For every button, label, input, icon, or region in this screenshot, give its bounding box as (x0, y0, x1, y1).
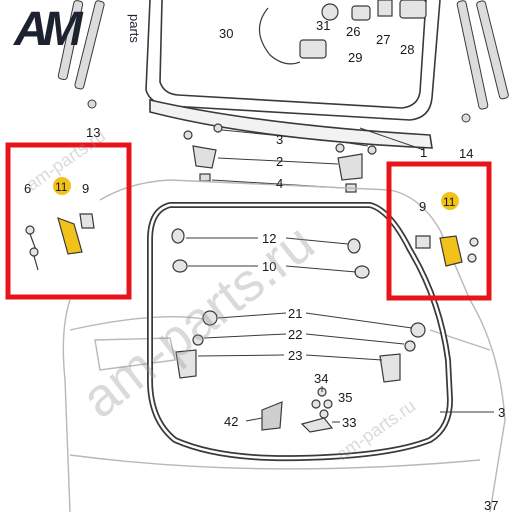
label-9-left: 9 (82, 181, 89, 196)
tailgate-glass-frame (145, 0, 441, 149)
am-parts-logo: AM parts (14, 3, 144, 56)
label-4: 4 (276, 176, 283, 191)
right-box-parts (415, 235, 479, 267)
label-31: 31 (316, 18, 330, 33)
label-21: 21 (288, 306, 302, 321)
label-11-left: 11 (55, 180, 68, 194)
highlight-box-left (5, 142, 132, 300)
car-body-outline (62, 179, 506, 512)
label-12: 12 (262, 231, 276, 246)
label-10: 10 (262, 259, 276, 274)
label-30: 30 (219, 26, 233, 41)
label-14: 14 (459, 146, 473, 161)
label-27: 27 (376, 32, 390, 47)
tailgate-seal-inner (148, 203, 452, 460)
gas-strut-right (456, 0, 509, 123)
label-22: 22 (288, 327, 302, 342)
top-parts (258, 0, 427, 65)
label-11-right: 11 (443, 195, 456, 209)
label-26: 26 (346, 24, 360, 39)
logo-sub: parts (127, 14, 142, 43)
label-37: 37 (484, 498, 498, 512)
logo-brand: AM (14, 3, 83, 56)
label-35: 35 (338, 390, 352, 405)
label-13: 13 (86, 125, 100, 140)
label-23: 23 (288, 348, 302, 363)
highlight-box-right (386, 161, 492, 301)
callout-11-right (441, 192, 459, 210)
label-3-bottom: 3 (498, 405, 505, 420)
label-3-top: 3 (276, 132, 283, 147)
label-2: 2 (276, 154, 283, 169)
inner-parts (171, 228, 426, 433)
label-28: 28 (400, 42, 414, 57)
label-29: 29 (348, 50, 362, 65)
gas-strut-left (57, 0, 105, 109)
label-6: 6 (24, 181, 31, 196)
label-1: 1 (420, 145, 427, 160)
left-box-parts (25, 213, 95, 271)
callout-11-left (53, 177, 71, 195)
labels: 30 31 26 27 28 29 13 3 2 4 1 14 6 11 9 9… (24, 18, 505, 512)
label-33: 33 (342, 415, 356, 430)
label-9-right: 9 (419, 199, 426, 214)
label-34: 34 (314, 371, 328, 386)
label-42: 42 (224, 414, 238, 429)
inner-leader-lines (186, 237, 494, 423)
